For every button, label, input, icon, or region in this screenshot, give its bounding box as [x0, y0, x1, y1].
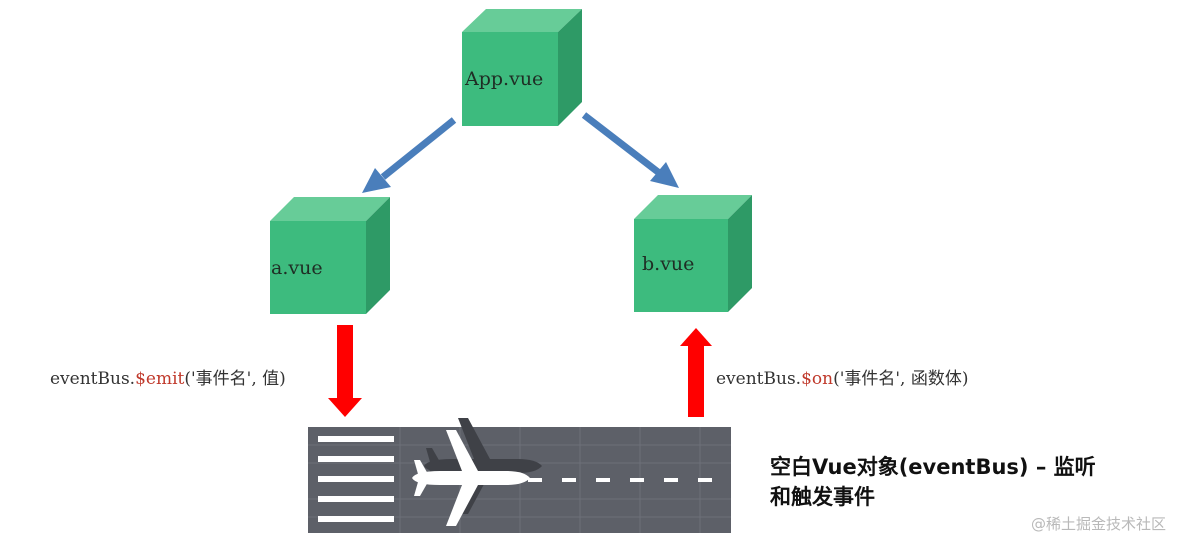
- node-a-cube-top: [270, 197, 390, 221]
- runway-threshold-stripes: [318, 436, 394, 522]
- arrow-app-to-b: [581, 112, 679, 188]
- on-code-keyword: $on: [801, 369, 834, 389]
- node-a-cube-front: [270, 221, 366, 314]
- node-a-label: a.vue: [271, 257, 323, 279]
- on-code-text: eventBus.$on('事件名', 函数体): [716, 364, 969, 389]
- node-b-cube-front: [634, 219, 728, 312]
- node-app-cube-top: [462, 9, 582, 32]
- on-code-prefix: eventBus.: [716, 369, 802, 389]
- runway-centerline: [528, 478, 712, 482]
- on-code-args: ('事件名', 函数体): [833, 369, 969, 389]
- event-bus-caption: 空白Vue对象(eventBus) – 监听 和触发事件: [770, 452, 1130, 512]
- node-a-cube-side: [366, 197, 390, 314]
- caption-line-2: 和触发事件: [770, 485, 875, 509]
- node-app-label: App.vue: [464, 68, 543, 90]
- node-b-cube-top: [634, 195, 752, 219]
- caption-line-1: 空白Vue对象(eventBus) – 监听: [770, 455, 1096, 479]
- emit-code-args: ('事件名', 值): [184, 369, 286, 389]
- arrow-emit-down: [328, 325, 362, 417]
- node-app-cube: App.vue: [462, 9, 582, 126]
- node-app-cube-side: [558, 9, 582, 126]
- emit-code-keyword: $emit: [135, 369, 185, 389]
- node-b-cube-side: [728, 195, 752, 312]
- emit-code-text: eventBus.$emit('事件名', 值): [50, 364, 286, 389]
- event-bus-runway: [308, 418, 731, 533]
- node-b-label: b.vue: [642, 253, 694, 275]
- emit-code-prefix: eventBus.: [50, 369, 136, 389]
- watermark: @稀土掘金技术社区: [1030, 515, 1166, 533]
- arrow-app-to-a: [362, 117, 457, 193]
- airplane-icon: [412, 418, 542, 526]
- arrow-on-up: [680, 328, 712, 417]
- node-app-cube-front: [462, 32, 558, 126]
- node-b-cube: b.vue: [634, 195, 752, 312]
- node-a-cube: a.vue: [270, 197, 390, 314]
